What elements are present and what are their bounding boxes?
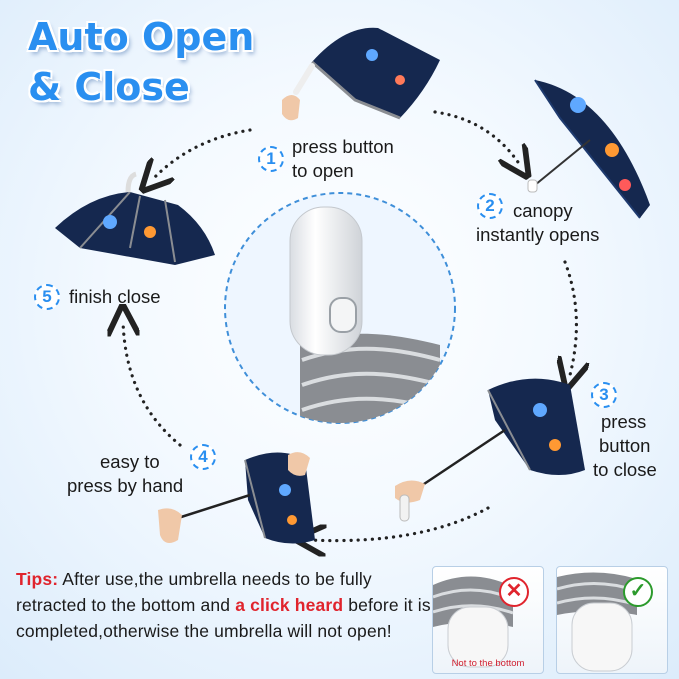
step-4-label-line2: press by hand xyxy=(67,475,184,496)
tips-text: Tips: After use,the umbrella needs to be… xyxy=(16,566,436,644)
thumb-wrong-image xyxy=(433,576,514,668)
umbrella-step3 xyxy=(395,378,585,522)
flow-arrows xyxy=(123,110,576,541)
umbrella-step2 xyxy=(527,79,650,219)
step-5-number: 5 xyxy=(34,284,60,310)
title-line-2: & Close xyxy=(28,65,190,109)
step-3-label-line1: press xyxy=(601,411,647,432)
step-3-number: 3 xyxy=(591,382,617,408)
tips-body-1: After use,the umbrella needs to be fully… xyxy=(16,569,372,615)
step-1-number: 1 xyxy=(258,146,284,172)
tips-highlight: a click heard xyxy=(235,595,344,615)
wrong-icon: ✕ xyxy=(499,577,529,607)
step-4-label-line1: easy to xyxy=(100,451,160,472)
tips-label: Tips: xyxy=(16,569,59,589)
step-1-label-line2: to open xyxy=(292,160,354,181)
step-2-label-line1: canopy xyxy=(513,200,573,221)
step-2-number: 2 xyxy=(477,193,503,219)
thumb-correct: ✓ xyxy=(556,566,668,674)
umbrella-step1 xyxy=(282,27,440,121)
thumb-wrong: ✕ Not to the bottom xyxy=(432,566,544,674)
tips-body-2: before it is completed,otherwise the umb… xyxy=(16,595,431,641)
step-3-label-line2: button xyxy=(599,435,651,456)
title-line-1: Auto Open xyxy=(28,15,255,59)
step-2-label-line2: instantly opens xyxy=(476,224,600,245)
step-1-label-line1: press button xyxy=(292,136,394,157)
umbrella-step4 xyxy=(158,452,315,544)
thumb-correct-image xyxy=(557,572,638,672)
step-5-label: finish close xyxy=(69,286,161,307)
step-4-number: 4 xyxy=(190,444,216,470)
step-3-label-line3: to close xyxy=(593,459,657,480)
thumb-wrong-caption: Not to the bottom xyxy=(451,658,525,669)
umbrella-step5 xyxy=(55,171,215,265)
check-icon: ✓ xyxy=(623,577,653,607)
